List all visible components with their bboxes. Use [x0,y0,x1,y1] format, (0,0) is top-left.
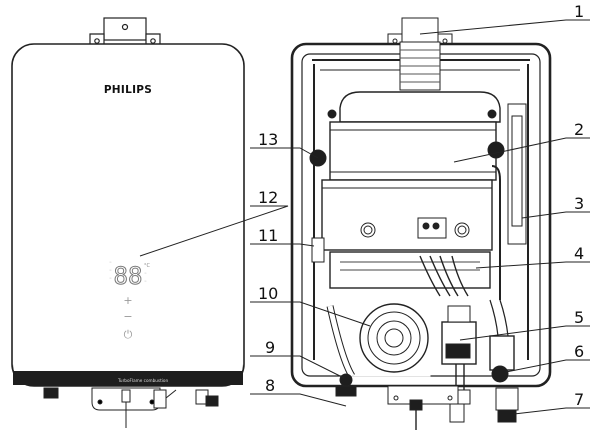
svg-text:◦: ◦ [109,268,112,274]
svg-text:◦: ◦ [109,260,112,266]
callout-7: 7 [574,390,584,409]
callout-8: 8 [265,376,275,395]
svg-text:°C: °C [144,263,151,269]
leader-6 [505,359,590,373]
callout-12: 12 [258,188,278,207]
svg-text:◦: ◦ [109,276,112,282]
temperature-display: ◦ ◦ ◦ 88 °C ◦ ◦ [109,260,151,291]
power-key[interactable]: ⏻ [124,328,133,341]
combustion-fan [349,295,431,377]
callout-9: 9 [265,338,275,357]
callout-1: 1 [574,2,584,21]
svg-text:◦: ◦ [144,279,147,285]
leader-10 [250,301,371,327]
leader-2 [453,137,590,163]
leader-8 [250,393,347,407]
leader-1 [419,19,590,35]
leader-4 [475,261,590,269]
front-strip-text: TurboFlame combustion [117,378,168,383]
callout-2: 2 [574,120,584,139]
callout-11: 11 [258,226,278,245]
leader-13 [250,147,319,159]
callout-4: 4 [574,244,584,263]
minus-key[interactable]: − [123,310,132,323]
water-connector [489,335,515,371]
callout-leaders [139,19,590,415]
callout-numbers: 1 2 3 4 5 6 7 8 9 10 11 12 13 [258,2,584,409]
flue-outlet [387,17,453,49]
svg-text:◦: ◦ [144,271,147,277]
callout-5: 5 [574,308,584,327]
brand-logo-text: PHILIPS [104,84,152,96]
plus-key[interactable]: + [123,294,132,307]
front-bottom-fittings [43,387,219,428]
leader-12 [139,205,289,257]
display-digits: 88 [114,262,143,290]
callout-6: 6 [574,342,584,361]
internal-view [290,17,552,430]
callout-3: 3 [574,194,584,213]
leader-5 [459,325,590,341]
callout-10: 10 [258,284,278,303]
burner-box [321,179,493,251]
leader-11 [250,243,315,247]
leader-7 [513,407,590,415]
leader-9 [250,355,345,379]
leader-3 [521,211,590,219]
front-view: TurboFlame combustion PHILIPS ◦ ◦ ◦ 88 °… [11,17,245,428]
heat-exchanger [329,121,497,181]
callout-13: 13 [258,130,278,149]
